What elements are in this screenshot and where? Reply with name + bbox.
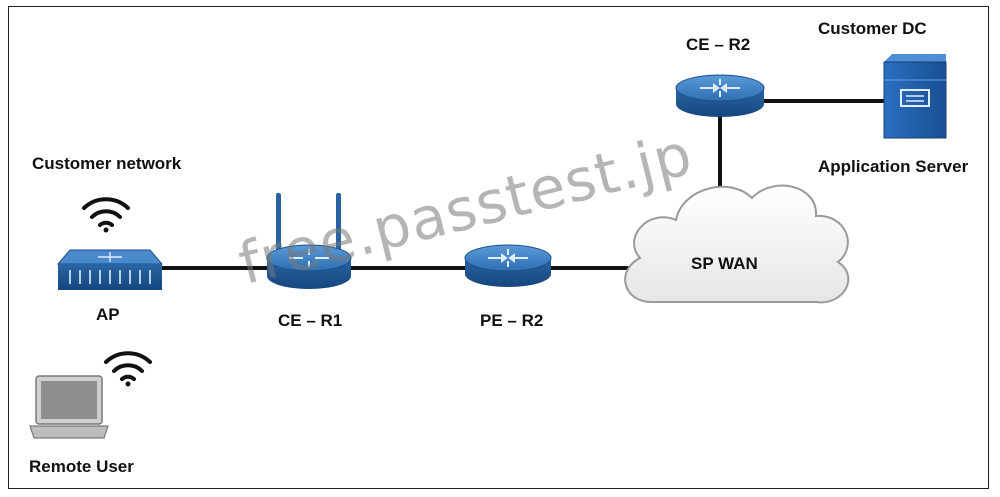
wireless-router-icon [266, 193, 352, 289]
diagram-frame [8, 6, 989, 489]
label-customer-dc: Customer DC [818, 19, 927, 38]
label-remote-user: Remote User [29, 457, 134, 476]
label-application-server: Application Server [818, 157, 969, 176]
cloud-icon [624, 184, 850, 304]
wifi-icon [82, 197, 130, 233]
server-icon [883, 54, 947, 139]
router-icon [675, 74, 765, 117]
label-sp-wan: SP WAN [691, 254, 758, 273]
router-icon [464, 244, 552, 287]
label-customer-network: Customer network [32, 154, 182, 173]
wifi-icon [104, 351, 152, 387]
label-ce-r2: CE – R2 [686, 35, 751, 54]
label-ce-r1: CE – R1 [278, 311, 343, 330]
access-point-icon [56, 249, 164, 290]
links [160, 99, 884, 270]
laptop-icon [29, 375, 109, 439]
label-ap: AP [96, 305, 120, 324]
label-pe-r2: PE – R2 [480, 311, 544, 330]
